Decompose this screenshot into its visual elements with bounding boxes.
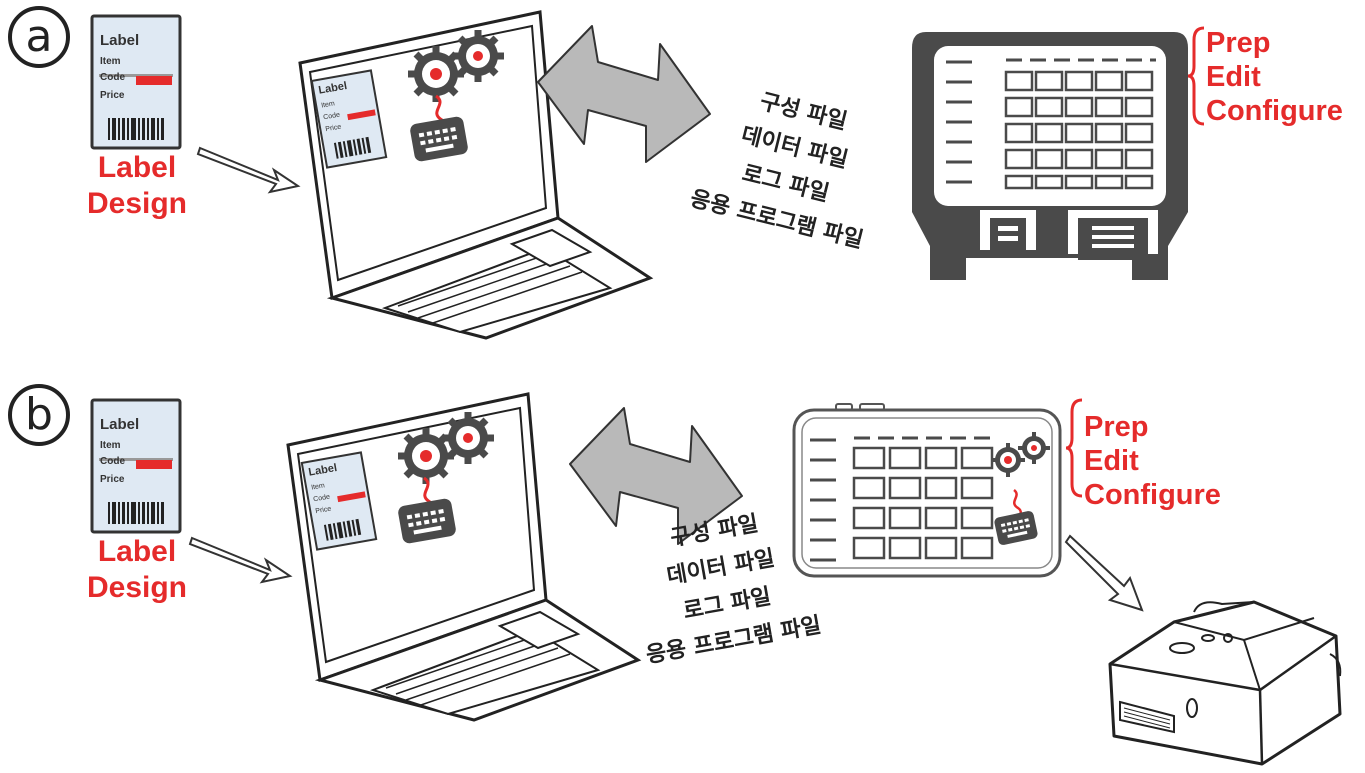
double-arrow-icon — [569, 407, 743, 545]
brace-icon — [1187, 26, 1205, 126]
brace-icon — [1065, 398, 1083, 498]
screen-label-icon: Label Item Code Price — [300, 451, 378, 551]
file-list: 구성 파일 데이터 파일 로그 파일 응용 프로그램 파일 — [665, 68, 914, 265]
label-design-caption: Label Design — [82, 150, 192, 222]
op-prep: Prep — [1084, 411, 1149, 443]
card-title: Label — [100, 416, 140, 433]
gear-icon — [991, 432, 1050, 477]
caption-line-2: Design — [86, 571, 188, 604]
operations-list: Prep Edit Configure — [1084, 410, 1221, 512]
card-row-item: Item — [100, 56, 121, 67]
card-row-item: Item — [100, 440, 121, 451]
keyboard-icon — [410, 116, 468, 162]
tablet-icon — [792, 403, 1062, 578]
flow-arrow-icon — [196, 146, 301, 194]
caption-line-1: Label — [97, 535, 177, 568]
panel-b-marker: b — [8, 384, 70, 446]
panel-a-letter: a — [25, 11, 53, 62]
flow-arrow-icon — [1064, 534, 1144, 612]
card-row-price: Price — [100, 90, 125, 101]
flow-arrow-icon — [188, 536, 293, 584]
card-row-code: Code — [100, 456, 125, 467]
operations-list: Prep Edit Configure — [1206, 26, 1343, 128]
double-arrow-icon — [537, 25, 711, 163]
card-row-price: Price — [100, 474, 125, 485]
op-prep: Prep — [1206, 27, 1271, 59]
panel-a-marker: a — [8, 6, 70, 68]
card-title: Label — [100, 32, 140, 49]
gear-icon — [398, 412, 494, 484]
printer-icon — [1108, 600, 1342, 766]
op-edit: Edit — [1084, 445, 1139, 477]
op-edit: Edit — [1206, 61, 1261, 93]
op-configure: Configure — [1084, 479, 1221, 511]
op-configure: Configure — [1206, 95, 1343, 127]
caption-line-1: Label — [97, 151, 177, 184]
label-design-caption: Label Design — [82, 534, 192, 606]
panel-b-letter: b — [25, 389, 53, 440]
screen-label-icon: Label Item Code Price — [310, 69, 388, 169]
kiosk-icon — [912, 32, 1188, 280]
caption-line-2: Design — [86, 187, 188, 220]
label-card-icon: Label Item Code Price — [90, 398, 182, 534]
label-card-icon: Label Item Code Price — [90, 14, 182, 150]
keyboard-icon — [398, 498, 456, 544]
gear-icon — [408, 30, 504, 102]
card-row-code: Code — [100, 72, 125, 83]
keyboard-icon — [994, 511, 1038, 545]
